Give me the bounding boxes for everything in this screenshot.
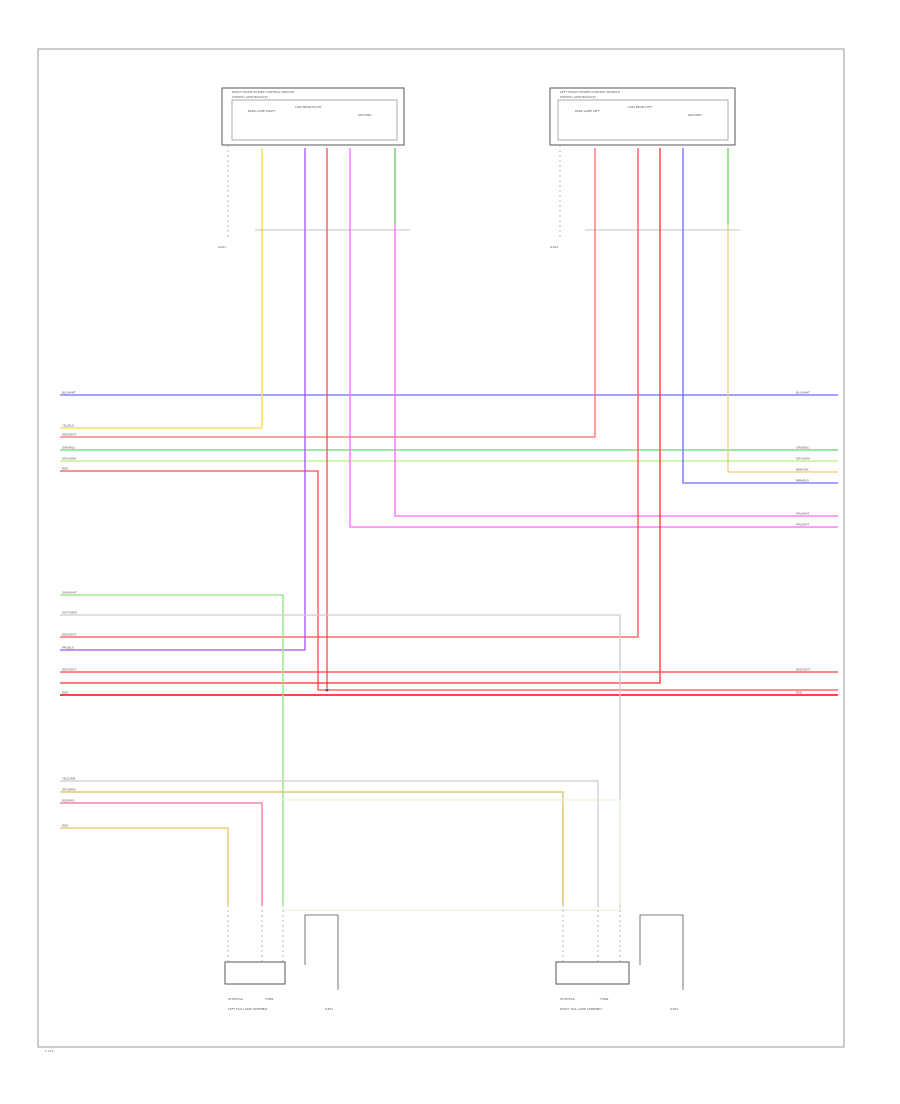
left-headlamp-module: LEFT FRONT POWER CONTROL MODULE (FRONT L… [549, 87, 736, 146]
bus-label-right: RED [796, 691, 803, 695]
page-frame [37, 48, 845, 1048]
wire-pink-2 [394, 148, 838, 517]
right-headlamp-module: RIGHT FRONT POWER CONTROL MODULE (FRONT … [221, 87, 405, 146]
pin-label: STOP/TAIL [560, 997, 575, 1001]
wire-pink-3 [60, 802, 263, 905]
wire-purple [60, 148, 306, 651]
bus-label-left: RED [62, 691, 69, 695]
bus-label-left: GRN/BLU [62, 446, 75, 450]
bus-label-right: BRN/BLU [796, 479, 809, 483]
bus-label-right: PPL/WHT [796, 512, 810, 516]
wire-red-1 [60, 148, 596, 438]
lamp-box [555, 961, 630, 985]
left-tail-lamp: LEFT TAIL LAMP ASSEMBLY STOP/TAIL TURN G… [224, 905, 339, 1011]
pin-label: TURN [264, 997, 273, 1001]
module-title: RIGHT FRONT POWER CONTROL MODULE [232, 90, 294, 94]
lamp-title: LEFT TAIL LAMP ASSEMBLY [228, 1007, 268, 1011]
bus-label-left: PPL/BLU [62, 646, 74, 650]
bus-label-left: YEL/BLK [62, 424, 75, 428]
pin-label: PARK LAMP LEFT [575, 109, 600, 113]
bus-label-right: PPL/WHT [796, 523, 810, 527]
inner-connector [231, 99, 398, 141]
top-module-pins [227, 145, 561, 240]
wire-pink-1 [349, 148, 838, 528]
module-box [549, 87, 736, 146]
wire-red-2 [60, 470, 838, 691]
lamp-box [224, 961, 286, 985]
splice-dot [325, 688, 329, 692]
bus-label-left: RED [62, 467, 69, 471]
bus-label-left: RED/WHT [62, 668, 77, 672]
pin-label: LOW BEAM RIGHT [295, 105, 322, 109]
wire-group [60, 148, 838, 911]
ground-label: G101 [218, 245, 226, 249]
wire-green-5 [60, 594, 284, 905]
pin-label: PARK LAMP RIGHT [248, 109, 275, 113]
bus-label-left: RED/PPL [62, 799, 75, 803]
ground-label: G102 [550, 245, 558, 249]
wire-tan [727, 148, 838, 473]
wire-yellow [60, 148, 263, 429]
bus-label-left: BLU/WHT [62, 391, 76, 395]
bus-label-right: BLU/WHT [796, 391, 810, 395]
bus-label-left: GRY/BRN [62, 788, 75, 792]
wire-red-4 [60, 148, 639, 638]
bus-label-left: YEL/GRN [62, 777, 75, 781]
pin-label: GROUND [688, 113, 702, 117]
wire-gray [60, 614, 621, 905]
right-bus-labels: BLU/WHT GRN/BLU GRY/GRN BRN/YEL BRN/BLU PPL/W… [796, 391, 811, 695]
bus-label-left: GRY/GRN [62, 457, 76, 461]
pin-label: GROUND [358, 113, 372, 117]
pin-label: LOW BEAM LEFT [628, 105, 653, 109]
pin-label: STOP/TAIL [228, 997, 243, 1001]
left-bus-labels: BLU/WHT YEL/BLK RED/WHT GRN/BLU GRY/GRN RED GR… [62, 391, 77, 828]
page-label: 1 of 2 [45, 1049, 54, 1053]
wire-yellow-2 [60, 827, 229, 905]
module-subtitle: (FRONT LAMP MODULE) [560, 95, 596, 99]
bus-label-right: GRN/BLU [796, 446, 809, 450]
wire-tan-2 [60, 791, 564, 905]
wire-red-5 [60, 148, 661, 684]
ground-label: G301 [325, 1007, 333, 1011]
bus-label-right: BRN/YEL [796, 468, 809, 472]
lamp-title: RIGHT TAIL LAMP ASSEMBLY [560, 1007, 602, 1011]
bus-label-left: RED/WHT [62, 433, 77, 437]
bus-label-right: RED/WHT [796, 668, 811, 672]
pin-label: TURN [599, 997, 608, 1001]
bus-label-left: RED/WHT [62, 633, 77, 637]
ground-label: G302 [670, 1007, 678, 1011]
wire-faint-box [283, 799, 621, 911]
module-box [221, 87, 405, 146]
module-title: LEFT FRONT POWER CONTROL MODULE [560, 90, 620, 94]
inner-connector [557, 99, 729, 141]
right-tail-lamp: RIGHT TAIL LAMP ASSEMBLY STOP/TAIL TURN … [555, 905, 684, 1011]
bus-label-left: WHT/GRN [62, 611, 77, 615]
bus-label-left: GRN/WHT [62, 591, 77, 595]
bus-label-right: GRY/GRN [796, 457, 810, 461]
wire-gray-2 [60, 780, 599, 905]
module-subtitle: (FRONT LAMP MODULE) [232, 95, 268, 99]
wire-blue-2 [682, 148, 838, 484]
bus-label-left: RED [62, 824, 69, 828]
